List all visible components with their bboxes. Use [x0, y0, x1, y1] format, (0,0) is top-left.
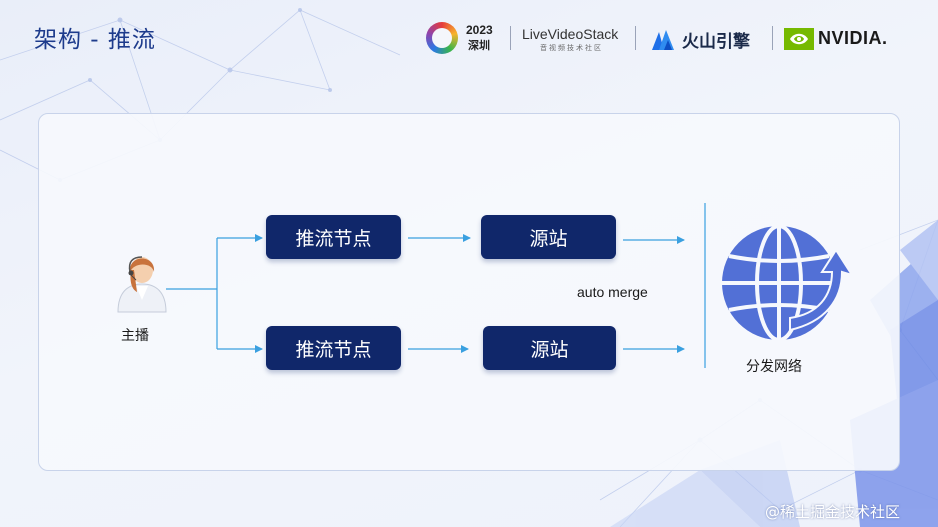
volcengine-logo: 火山引擎 — [682, 32, 750, 52]
globe-arrow-icon — [722, 224, 855, 342]
watermark: @稀土掘金技术社区 — [765, 503, 901, 521]
push-node-top: 推流节点 — [266, 215, 401, 259]
logo-divider — [635, 26, 636, 50]
volcengine-mountain-icon — [652, 30, 674, 50]
origin-node-bottom: 源站 — [483, 326, 616, 370]
streamer-label: 主播 — [121, 328, 149, 344]
conference-logo-icon — [426, 22, 458, 54]
sponsor-logos: 2023 深圳 LiveVideoStack 音视频技术社区 火山引擎 NVID… — [420, 18, 920, 58]
nvidia-eye-icon — [784, 28, 814, 50]
livevideostack-logo: LiveVideoStack — [522, 26, 619, 42]
cdn-label: 分发网络 — [746, 359, 802, 375]
nvidia-logo: NVIDIA. — [818, 28, 888, 48]
push-node-bottom: 推流节点 — [266, 326, 401, 370]
origin-node-top: 源站 — [481, 215, 616, 259]
conference-year: 2023 — [466, 23, 493, 37]
livevideostack-subtitle: 音视频技术社区 — [540, 44, 603, 52]
person-headset-icon — [117, 256, 167, 313]
logo-divider — [772, 26, 773, 50]
logo-divider — [510, 26, 511, 50]
slide-title: 架构 - 推流 — [34, 27, 156, 53]
auto-merge-label: auto merge — [577, 284, 648, 300]
conference-city: 深圳 — [468, 39, 490, 52]
